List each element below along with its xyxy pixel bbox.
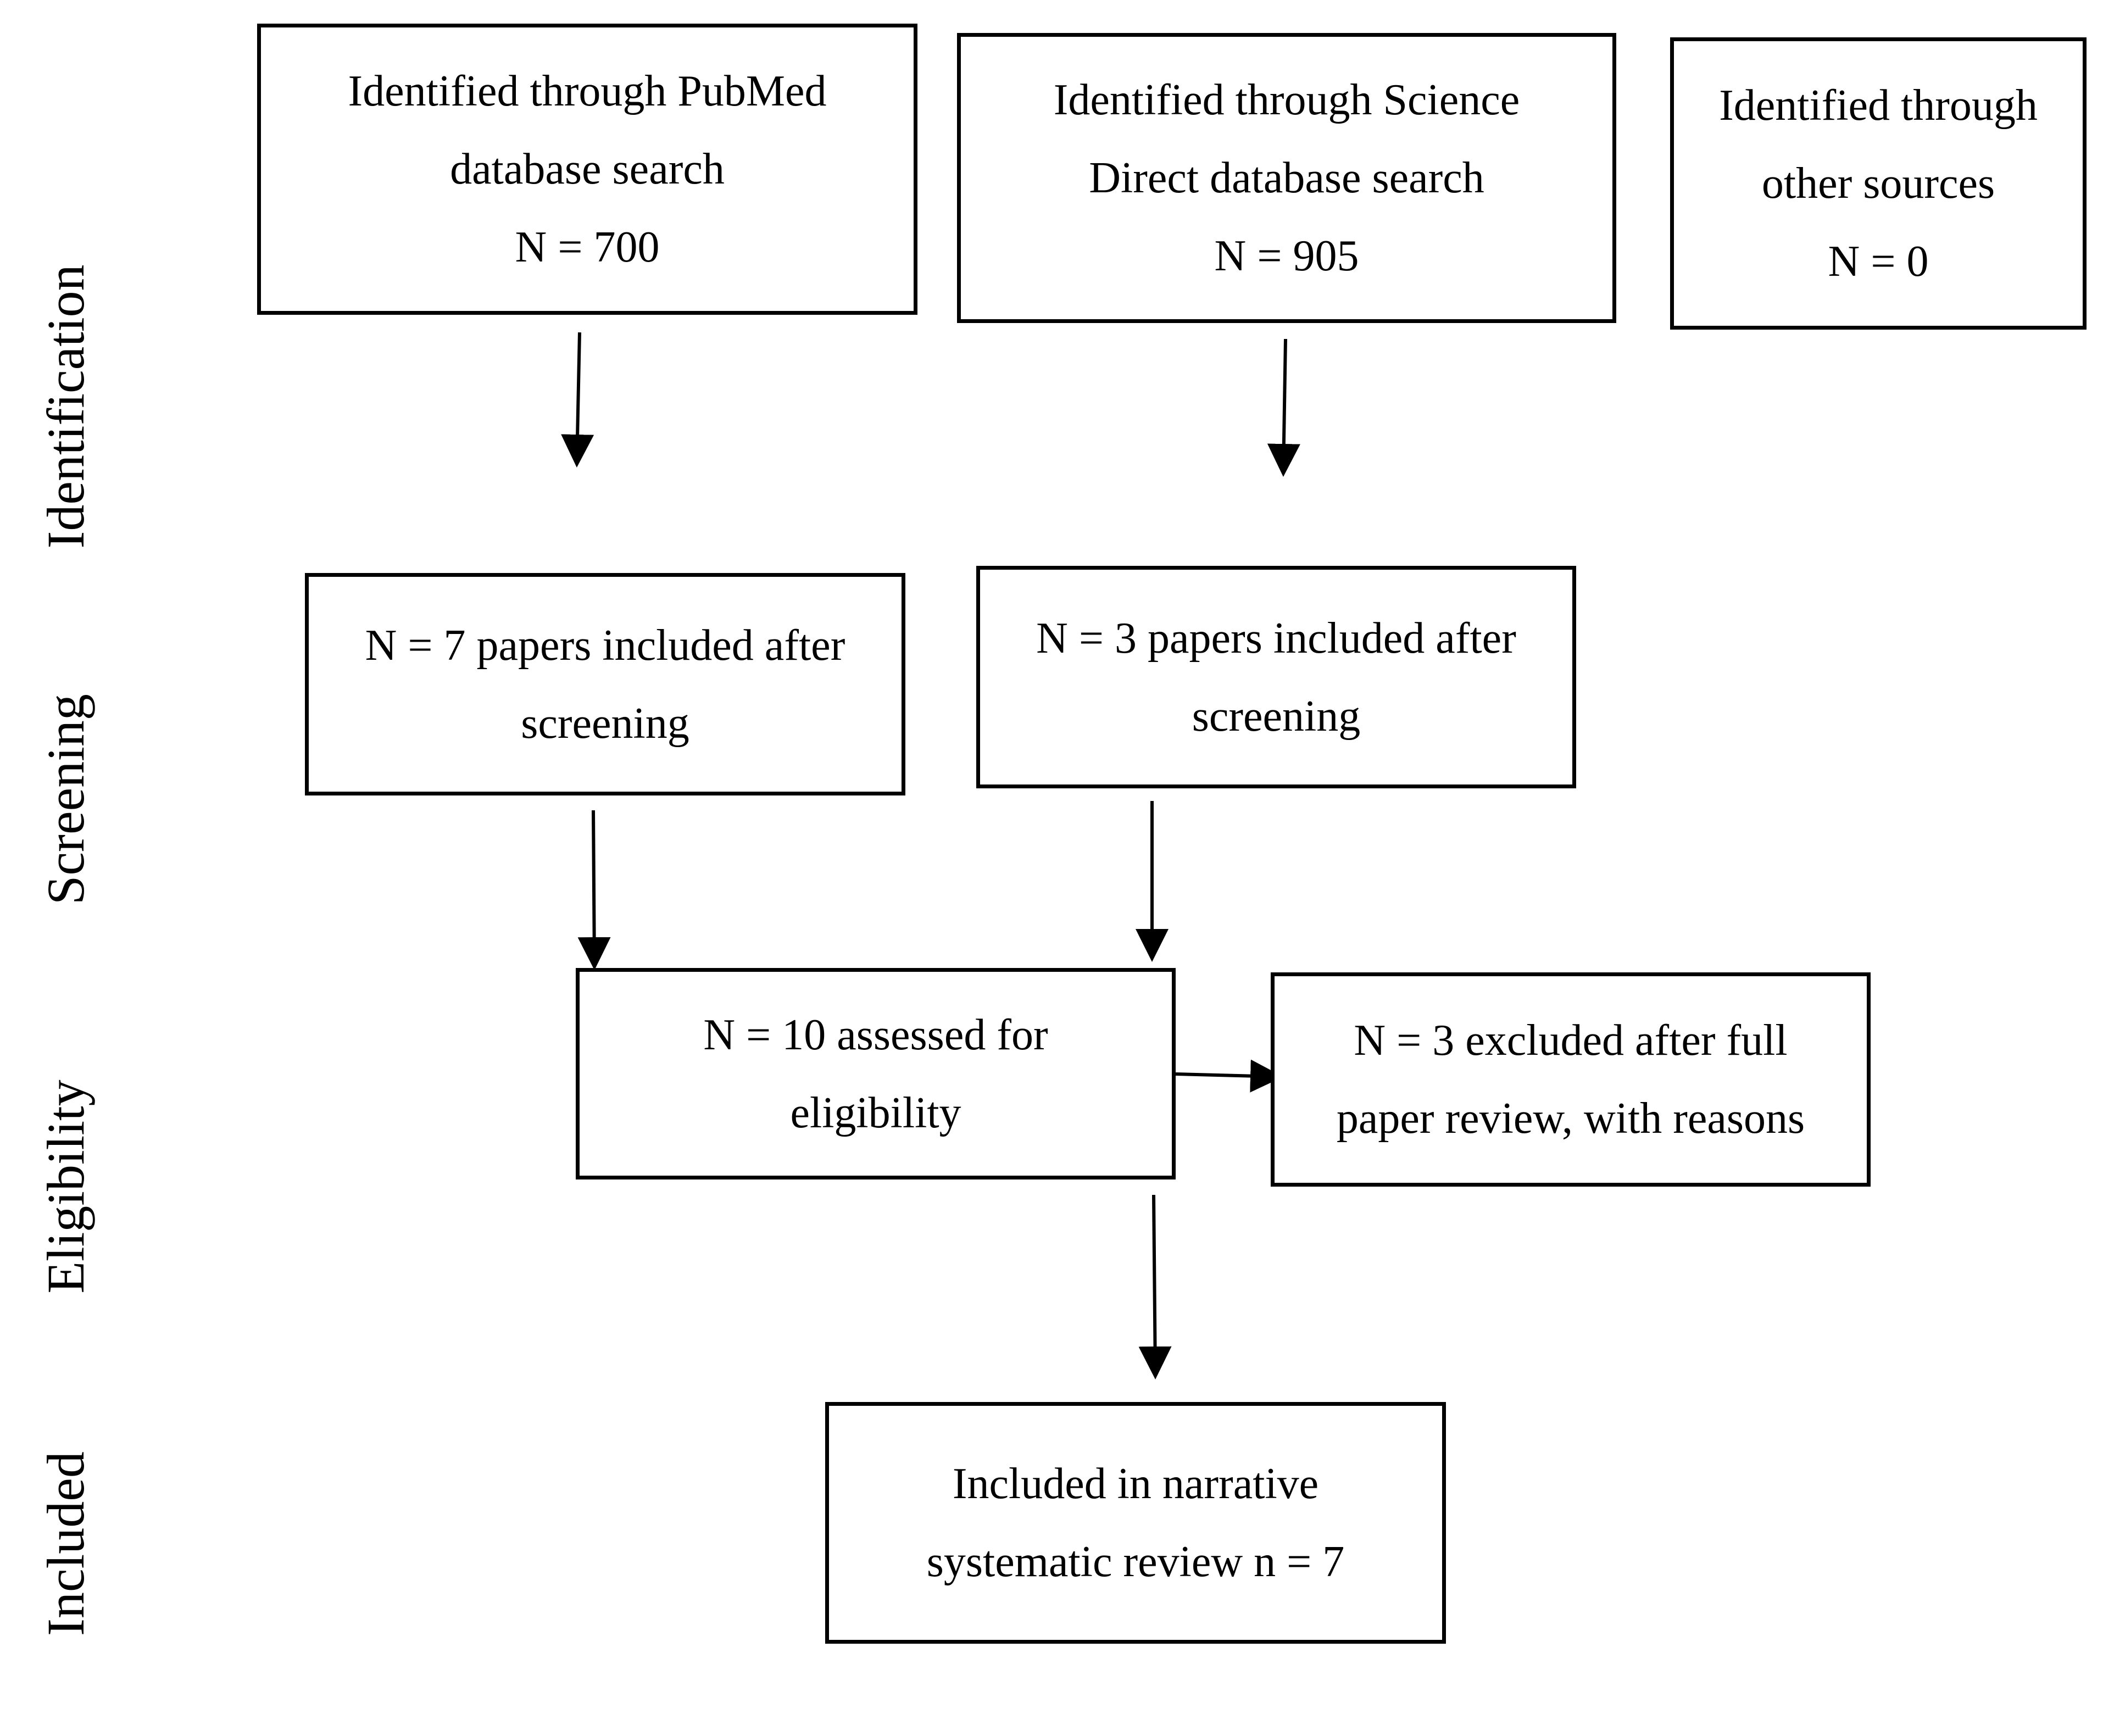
arrow-eligibility-to-excluded bbox=[1175, 1059, 1283, 1093]
box-included: Included in narrative systematic review … bbox=[825, 1402, 1446, 1644]
box-science-direct-count: N = 905 bbox=[1214, 232, 1359, 280]
arrow-pubmed-to-screening bbox=[561, 332, 594, 468]
arrow-screen-pubmed-to-eligibility bbox=[577, 810, 611, 970]
box-screening-science-direct-line1: N = 3 papers included after bbox=[1036, 614, 1516, 663]
prisma-flow-diagram: Identification Screening Eligibility Inc… bbox=[36, 24, 2087, 1644]
box-eligibility-assessed: N = 10 assessed for eligibility bbox=[576, 968, 1176, 1179]
box-eligibility-line1: N = 10 assessed for bbox=[703, 1010, 1048, 1059]
box-screening-pubmed: N = 7 papers included after screening bbox=[305, 573, 905, 795]
connector-arrows bbox=[561, 332, 1300, 1379]
box-pubmed-search: Identified through PubMed database searc… bbox=[257, 24, 917, 315]
box-pubmed-line2: database search bbox=[450, 145, 725, 193]
box-screening-pubmed-line2: screening bbox=[521, 699, 689, 748]
box-other-sources: Identified through other sources N = 0 bbox=[1670, 37, 2087, 330]
box-screening-science-direct-line2: screening bbox=[1192, 692, 1361, 741]
arrow-eligibility-to-included bbox=[1138, 1194, 1172, 1379]
box-eligibility-line2: eligibility bbox=[790, 1088, 961, 1137]
box-science-direct-line1: Identified through Science bbox=[1053, 76, 1520, 124]
box-pubmed-count: N = 700 bbox=[515, 223, 660, 271]
box-screening-science-direct: N = 3 papers included after screening bbox=[976, 566, 1576, 788]
box-other-sources-line1: Identified through bbox=[1719, 81, 2038, 130]
box-included-line2: systematic review n = 7 bbox=[926, 1538, 1345, 1586]
arrow-sciencedirect-to-screening bbox=[1267, 338, 1300, 477]
box-science-direct-search: Identified through Science Direct databa… bbox=[957, 33, 1616, 323]
box-excluded: N = 3 excluded after full paper review, … bbox=[1271, 972, 1871, 1187]
box-other-sources-count: N = 0 bbox=[1828, 237, 1929, 286]
box-other-sources-line2: other sources bbox=[1761, 159, 1995, 208]
box-science-direct-line2: Direct database search bbox=[1089, 154, 1484, 202]
box-included-line1: Included in narrative bbox=[952, 1460, 1319, 1508]
box-excluded-line2: paper review, with reasons bbox=[1336, 1094, 1805, 1143]
box-pubmed-line1: Identified through PubMed bbox=[348, 67, 827, 115]
box-screening-pubmed-line1: N = 7 papers included after bbox=[365, 621, 845, 670]
box-excluded-line1: N = 3 excluded after full bbox=[1354, 1016, 1788, 1065]
